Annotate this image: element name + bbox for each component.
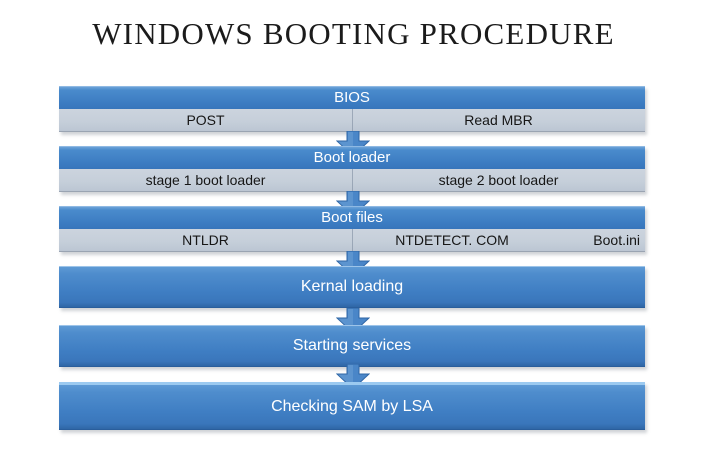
sub-item-ntldr[interactable]: NTLDR [182,232,229,248]
sub-item-read-mbr[interactable]: Read MBR [464,112,533,128]
stage-boot-files-header: Boot files [59,206,645,229]
stage-bios-substrip: POST Read MBR [59,109,645,132]
stage-starting-services-label: Starting services [59,325,645,367]
sub-item-ntdetect-com[interactable]: NTDETECT. COM [395,232,509,248]
stage-kernal-loading[interactable]: Kernal loading [59,266,645,308]
stage-boot-loader-substrip: stage 1 boot loader stage 2 boot loader [59,169,645,192]
stage-boot-loader[interactable]: Boot loader stage 1 boot loader stage 2 … [59,146,645,192]
sub-item-post[interactable]: POST [186,112,225,128]
stage-starting-services[interactable]: Starting services [59,325,645,367]
stage-bios[interactable]: BIOS POST Read MBR [59,86,645,132]
stage-bios-header: BIOS [59,86,645,109]
stage-boot-loader-header: Boot loader [59,146,645,169]
stage-kernal-loading-label: Kernal loading [59,266,645,308]
substrip-divider [352,109,353,131]
substrip-divider [352,169,353,191]
page-title: WINDOWS BOOTING PROCEDURE [92,16,615,51]
sub-item-stage-2-boot-loader[interactable]: stage 2 boot loader [438,172,559,188]
stage-checking-sam[interactable]: Checking SAM by LSA [59,382,645,430]
substrip-divider [352,229,353,251]
stage-boot-files-substrip: NTLDR NTDETECT. COM Boot.ini [59,229,645,252]
sub-item-stage-1-boot-loader[interactable]: stage 1 boot loader [145,172,266,188]
stage-checking-sam-label: Checking SAM by LSA [59,382,645,430]
sub-item-boot-ini[interactable]: Boot.ini [593,232,640,248]
stage-boot-files[interactable]: Boot files NTLDR NTDETECT. COM Boot.ini [59,206,645,252]
